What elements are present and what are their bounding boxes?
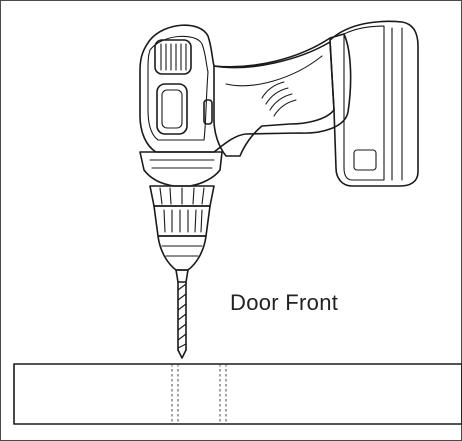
cordless-drill-icon [139,20,419,271]
drill-bit-icon [175,269,189,359]
door-front-label: Door Front [230,290,339,315]
door-panel-icon [13,363,462,425]
